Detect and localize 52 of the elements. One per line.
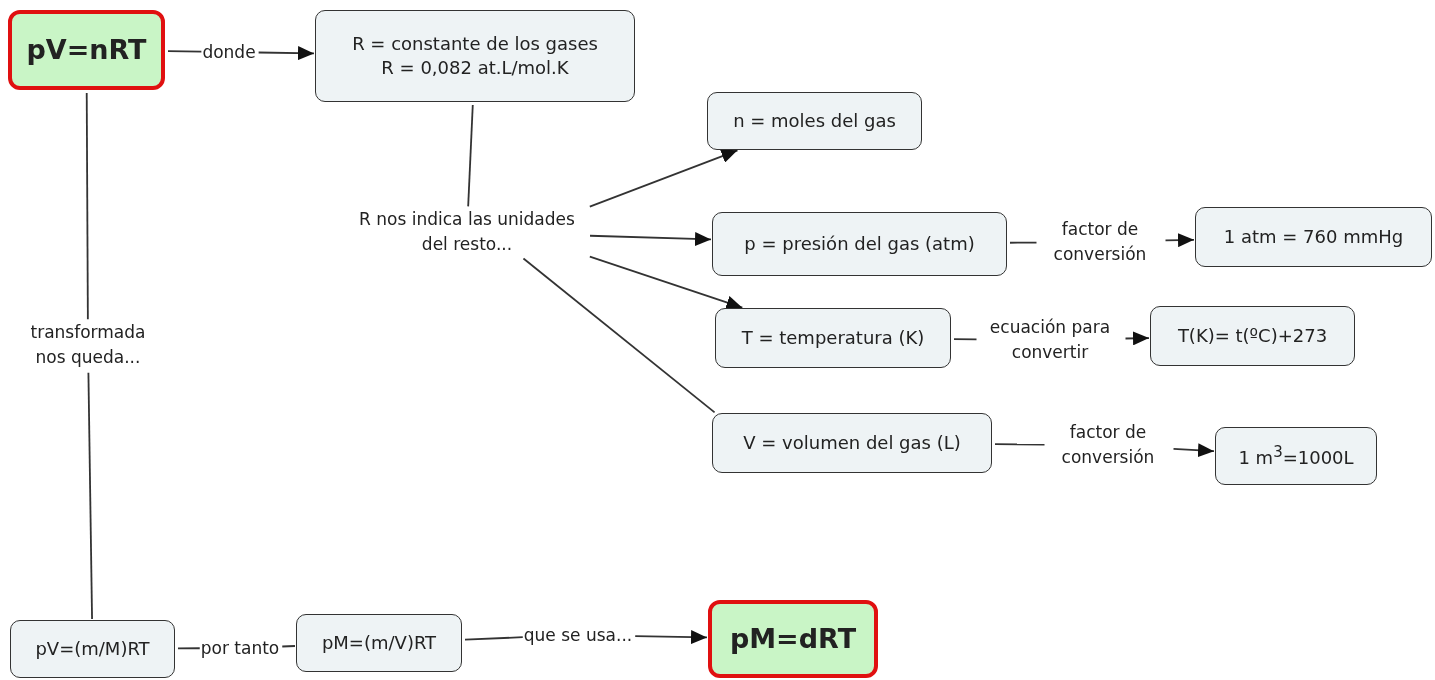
concept-box — [10, 620, 175, 678]
concept-text: R = 0,082 at.L/mol.K — [381, 56, 569, 80]
linking-phrase: que se usa... — [523, 623, 633, 647]
concept-text: pV=nRT — [26, 32, 147, 67]
concept-box — [712, 212, 1007, 276]
concept-box — [296, 614, 462, 672]
arrow — [1124, 331, 1150, 346]
arrow — [1164, 233, 1195, 248]
connector-line — [464, 636, 524, 641]
concept-text: 1 atm = 760 mmHg — [1223, 224, 1404, 249]
concept-box — [707, 92, 922, 150]
connector-line — [994, 443, 1046, 446]
concept-text: pV=(m/M)RT — [35, 636, 150, 661]
connector-line — [87, 371, 93, 620]
linking-phrase: transformada nos queda... — [29, 321, 147, 369]
concept-text: V = volumen del gas (L) — [743, 430, 961, 455]
connector-line — [167, 50, 203, 53]
concept-box — [1215, 427, 1377, 485]
concept-text: T(K)= t(ºC)+273 — [1177, 323, 1328, 348]
arrow — [588, 255, 744, 310]
concept-box — [715, 308, 951, 368]
concept-text: 1 m$^{3}$=1000L — [1238, 441, 1354, 470]
concept-box — [712, 413, 992, 473]
concept-box — [1195, 207, 1432, 267]
arrow — [589, 231, 712, 246]
concept-box — [1150, 306, 1355, 366]
arrow — [257, 46, 315, 61]
concept-text: pM=(m/V)RT — [321, 630, 437, 655]
connector-line — [281, 645, 296, 648]
key-concept-box — [708, 600, 878, 678]
concept-text: R = constante de los gases — [352, 31, 598, 56]
linking-phrase: factor de conversión — [1060, 421, 1156, 469]
concept-text: pM=dRT — [729, 621, 857, 656]
connector-line — [85, 92, 89, 321]
linking-phrase: R nos indica las unidades del resto... — [358, 208, 576, 256]
connector-line — [177, 647, 201, 650]
concept-box — [315, 10, 635, 102]
linking-phrase: donde — [202, 40, 256, 64]
linking-phrase: por tanto — [200, 636, 280, 660]
key-concept-box — [8, 10, 165, 90]
concept-text: n = moles del gas — [733, 108, 896, 133]
connector-line — [1009, 241, 1038, 244]
arrow — [1172, 443, 1215, 458]
concept-text: p = presión del gas (atm) — [744, 231, 975, 256]
linking-phrase: factor de conversión — [1052, 218, 1148, 266]
connector-line — [522, 257, 716, 414]
linking-phrase: ecuación para convertir — [988, 316, 1112, 364]
connector-line — [467, 104, 474, 208]
arrow — [634, 630, 708, 645]
concept-text: T = temperatura (K) — [741, 325, 925, 350]
connector-line — [953, 338, 978, 341]
arrow — [588, 149, 739, 208]
